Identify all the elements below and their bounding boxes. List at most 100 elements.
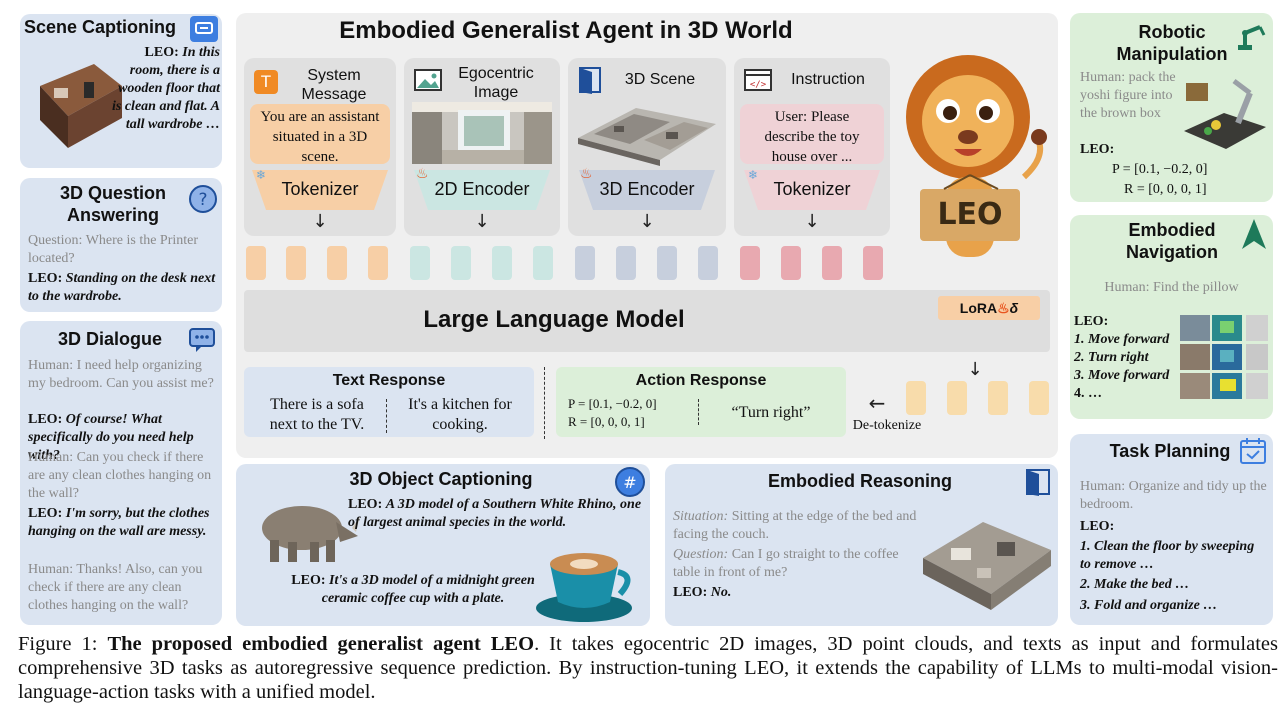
room-3d-thumbnail bbox=[34, 46, 124, 150]
main-architecture-panel: Embodied Generalist Agent in 3D World T … bbox=[236, 13, 1058, 458]
arrow-down-icon: ↓ bbox=[474, 211, 490, 232]
scene-captioning-title: Scene Captioning bbox=[24, 17, 177, 37]
caption-rest: . It takes egocentric 2D images, 3D poin… bbox=[18, 633, 1278, 703]
scene-3d-column: 3D Scene ♨ 3D Encoder ↓ bbox=[568, 58, 726, 236]
text-response-b: It's a kitchen for cooking. bbox=[408, 396, 512, 433]
planning-leo-label: LEO: bbox=[1080, 518, 1140, 536]
navigation-step: 4. … bbox=[1074, 386, 1102, 401]
divider bbox=[698, 399, 699, 425]
mascot-sign-text: LEO bbox=[937, 197, 1003, 232]
qa-answer-text: Standing on the desk next to the wardrob… bbox=[28, 271, 216, 304]
arrow-down-icon: ↓ bbox=[804, 211, 820, 232]
action-pose-r: R = [0, 0, 0, 1] bbox=[568, 414, 645, 429]
coffee-cup-model bbox=[532, 536, 642, 626]
leo-lion-mascot: LEO bbox=[894, 47, 1058, 275]
qa-answer: LEO: Standing on the desk next to the wa… bbox=[28, 270, 218, 306]
scene-captioning-panel: Scene Captioning LEO: In this room, ther… bbox=[20, 14, 222, 168]
instruction-column: </> Instruction User: Please describe th… bbox=[734, 58, 890, 236]
encoder-3d-trapezoid bbox=[579, 170, 715, 210]
question-circle-icon: ? bbox=[188, 184, 218, 214]
scene-captioning-answer: In this room, there is a wooden floor th… bbox=[112, 45, 220, 132]
instruction-content: User: Please describe the toy house over… bbox=[740, 104, 884, 165]
token-teal bbox=[451, 246, 471, 280]
reasoning-answer-text: No. bbox=[710, 585, 732, 600]
tokenizer-trapezoid bbox=[744, 170, 880, 210]
token-teal bbox=[492, 246, 512, 280]
robot-arm-icon bbox=[1236, 21, 1268, 51]
text-response-box: Text Response There is a sofa next to th… bbox=[244, 367, 534, 437]
dialogue-human-3: Human: Thanks! Also, can you check if th… bbox=[28, 562, 203, 613]
manipulation-title-line2: Manipulation bbox=[1116, 44, 1228, 64]
token-slate bbox=[575, 246, 595, 280]
frozen-snowflake-icon: ❄ bbox=[748, 168, 759, 182]
robotic-manipulation-panel: Robotic Manipulation Human: pack the yos… bbox=[1070, 13, 1273, 202]
object-captioning-panel: 3D Object Captioning # LEO: A 3D model o… bbox=[236, 464, 650, 626]
qa-title-line2: Answering bbox=[66, 205, 159, 225]
action-response-title: Action Response bbox=[635, 372, 767, 389]
token-slate bbox=[657, 246, 677, 280]
system-message-content: You are an assistant situated in a 3D sc… bbox=[250, 104, 390, 165]
dialogue-human-1: Human: I need help organizing my bedroom… bbox=[28, 358, 214, 391]
leo-label: LEO: bbox=[1080, 519, 1115, 534]
leo-label: LEO: bbox=[144, 45, 179, 60]
token-teal bbox=[533, 246, 553, 280]
reasoning-answer: LEO: No. bbox=[673, 584, 793, 602]
tokenizer-trapezoid bbox=[252, 170, 388, 210]
action-turn-right: “Turn right” bbox=[731, 404, 811, 421]
tokenizer-label: Tokenizer bbox=[281, 179, 359, 199]
situation-label: Situation: bbox=[673, 509, 729, 524]
text-response-title: Text Response bbox=[332, 372, 446, 389]
image-icon bbox=[414, 68, 442, 92]
manipulation-human: Human: pack the yoshi figure into the br… bbox=[1080, 70, 1176, 121]
encoder-2d-trapezoid bbox=[414, 170, 550, 210]
leo-label: LEO: bbox=[28, 412, 63, 427]
detokenize-label: De-tokenize bbox=[852, 418, 922, 433]
encoder-3d-label: 3D Encoder bbox=[599, 179, 695, 199]
object-caption-1-text: A 3D model of a Southern White Rhino, on… bbox=[348, 497, 642, 530]
dialogue-human-2: Human: Can you check if there are any cl… bbox=[28, 450, 212, 501]
question-label: Question: bbox=[673, 547, 729, 562]
svg-text:#: # bbox=[623, 473, 636, 492]
divider bbox=[386, 399, 387, 433]
system-message-header: System Message bbox=[301, 67, 367, 103]
embodied-reasoning-title: Embodied Reasoning bbox=[767, 471, 953, 491]
token-yellow bbox=[988, 381, 1008, 415]
token-slate bbox=[698, 246, 718, 280]
object-caption-1: LEO: A 3D model of a Southern White Rhin… bbox=[348, 496, 644, 532]
token-yellow bbox=[1029, 381, 1049, 415]
leo-label: LEO: bbox=[28, 506, 63, 521]
reasoning-question: Question: Can I go straight to the coffe… bbox=[673, 546, 923, 582]
lora-delta: δ bbox=[1009, 300, 1019, 316]
arrow-down-icon: ↓ bbox=[639, 211, 655, 232]
planning-human: Human: Organize and tidy up the bedroom. bbox=[1080, 479, 1267, 512]
dialogue-leo-2: LEO: I'm sorry, but the clothes hanging … bbox=[28, 505, 218, 541]
qa-title: 3D Question Answering bbox=[28, 182, 198, 226]
divider bbox=[544, 367, 545, 439]
manipulation-pose-r: R = [0, 0, 0, 1] bbox=[1124, 182, 1207, 197]
llm-label: Large Language Model bbox=[423, 306, 685, 333]
rhino-model bbox=[240, 488, 360, 568]
robot-scene-image bbox=[1180, 73, 1268, 155]
door-icon bbox=[578, 66, 604, 94]
fire-icon: ♨ bbox=[997, 300, 1010, 316]
navigation-human: Human: Find the pillow bbox=[1104, 280, 1239, 295]
token-red bbox=[822, 246, 842, 280]
leo-label: LEO: bbox=[28, 271, 63, 286]
qa-question: Question: Where is the Printer located? bbox=[28, 233, 199, 266]
action-response-box: Action Response P = [0.1, −0.2, 0] R = [… bbox=[556, 367, 846, 437]
dialogue-title: 3D Dialogue bbox=[57, 329, 163, 349]
navigation-title-line1: Embodied bbox=[1128, 220, 1216, 240]
leo-label: LEO: bbox=[348, 497, 383, 512]
manipulation-title: Robotic Manipulation bbox=[1092, 21, 1252, 65]
token-orange bbox=[286, 246, 306, 280]
embodied-reasoning-panel: Embodied Reasoning Situation: Sitting at… bbox=[665, 464, 1058, 626]
egocentric-photo bbox=[412, 102, 552, 164]
token-teal bbox=[410, 246, 430, 280]
navigation-step: 3. Move forward bbox=[1074, 368, 1170, 383]
token-red bbox=[781, 246, 801, 280]
egocentric-image-header: Egocentric Image bbox=[458, 65, 534, 101]
planning-step: 1. Clean the floor by sweeping to remove… bbox=[1080, 539, 1255, 572]
trainable-fire-icon: ♨ bbox=[580, 166, 593, 182]
token-orange bbox=[327, 246, 347, 280]
manipulation-leo-label: LEO: bbox=[1080, 141, 1140, 159]
